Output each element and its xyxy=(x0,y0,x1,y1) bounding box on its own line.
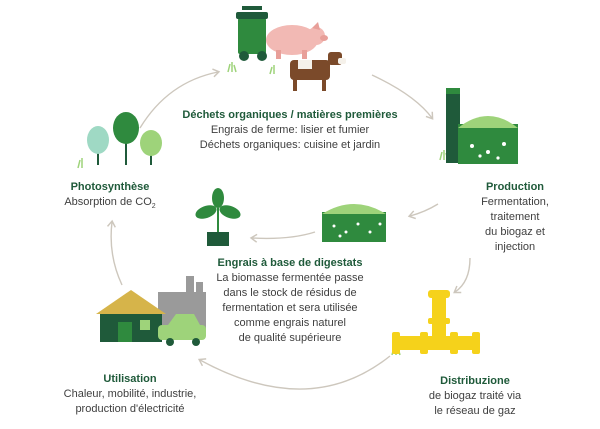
cycle-arrows xyxy=(106,68,471,390)
stage-waste: Déchets organiques / matières premières … xyxy=(160,108,420,153)
stage-waste-line-1: Engrais de ferme: lisier et fumier xyxy=(210,124,370,136)
stage-digestate-line-3: fermentation et sera utilisée xyxy=(222,302,358,314)
stage-digestate-line-4: comme engrais naturel xyxy=(234,317,346,329)
digestate-storage-icon xyxy=(322,204,386,242)
trees-icon xyxy=(87,112,162,165)
stage-production-line-4: injection xyxy=(494,241,536,253)
stage-production-title: Production xyxy=(485,181,545,193)
arrow-waste-to-production xyxy=(371,74,434,120)
stage-distribution: Distribuzione de biogaz traité via le ré… xyxy=(405,374,545,419)
arrow-utilisation-to-photosynthesis xyxy=(106,219,123,286)
gas-pipe-icon xyxy=(392,290,480,354)
stage-utilisation: Utilisation Chaleur, mobilité, industrie… xyxy=(45,372,215,417)
stage-utilisation-line-1: Chaleur, mobilité, industrie, xyxy=(63,388,197,400)
cow-icon xyxy=(290,52,346,91)
stage-production-line-3: du biogaz et xyxy=(485,226,545,238)
arrow-photosynthesis-to-waste xyxy=(139,68,221,129)
stage-digestate: Engrais à base de digestats La biomasse … xyxy=(195,256,385,346)
stage-production-line-2: traitement xyxy=(490,211,540,223)
stage-waste-line-2: Déchets organiques: cuisine et jardin xyxy=(199,139,381,151)
arrow-production-to-digestate xyxy=(407,203,439,220)
arrow-production-to-distribution xyxy=(453,257,471,294)
stage-distribution-line-2: le réseau de gaz xyxy=(434,405,516,417)
stage-distribution-title: Distribuzione xyxy=(440,375,510,387)
pig-icon xyxy=(266,22,328,59)
car-icon xyxy=(158,314,206,346)
arrow-digestate-to-fertilizer xyxy=(249,231,316,243)
stage-production: Production Fermentation, traitement du b… xyxy=(460,180,570,255)
stage-digestate-line-2: dans le stock de résidus de xyxy=(223,287,357,299)
digester-icon xyxy=(446,88,518,164)
stage-distribution-line-1: de biogaz traité via xyxy=(428,390,522,402)
arrow-distribution-to-utilisation xyxy=(197,355,391,390)
stage-photosynthesis: Photosynthèse Absorption de CO2 xyxy=(45,180,175,214)
stage-digestate-line-1: La biomasse fermentée passe xyxy=(216,272,364,284)
stage-utilisation-line-2: production d'électricité xyxy=(75,403,185,415)
waste-bin-icon xyxy=(236,6,268,61)
stage-photosynthesis-line-1: Absorption de CO2 xyxy=(64,196,156,211)
stage-waste-title: Déchets organiques / matières premières xyxy=(182,109,398,121)
stage-utilisation-title: Utilisation xyxy=(103,373,157,385)
stage-photosynthesis-title: Photosynthèse xyxy=(70,181,150,193)
stage-digestate-line-5: de qualité supérieure xyxy=(238,332,342,344)
stage-digestate-title: Engrais à base de digestats xyxy=(217,257,363,269)
stage-production-line-1: Fermentation, xyxy=(481,196,549,208)
plant-pot-icon xyxy=(195,188,241,246)
